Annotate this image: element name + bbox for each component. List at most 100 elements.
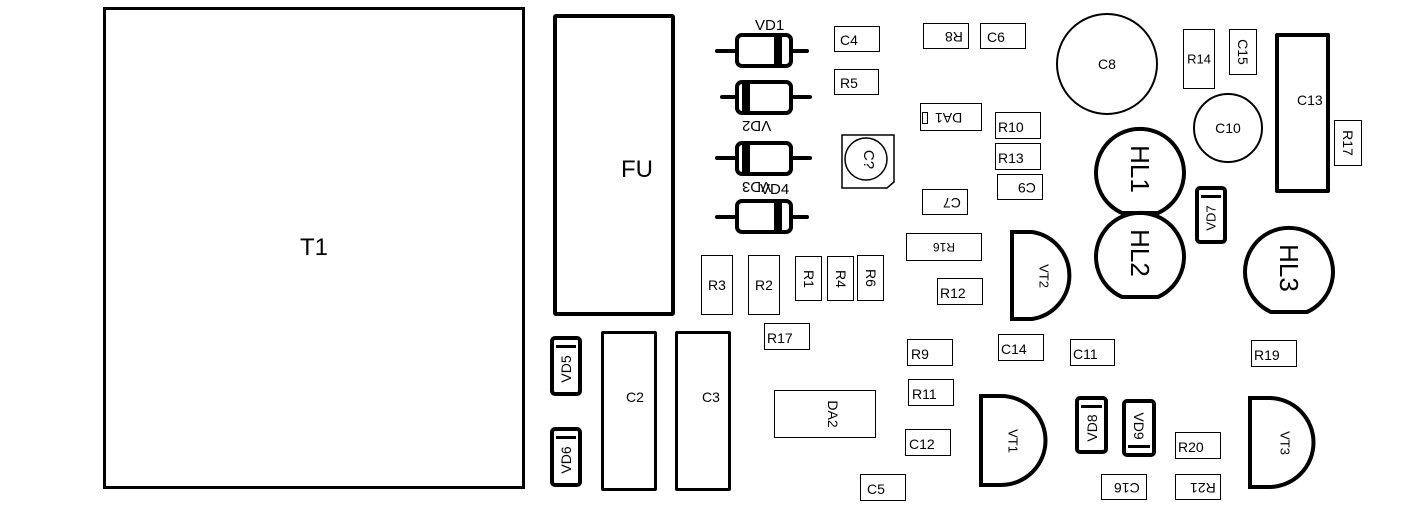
vt1-label: VT1 xyxy=(1005,428,1021,453)
c15-label: C15 xyxy=(1235,39,1251,65)
t1-label: T1 xyxy=(299,234,329,261)
capacitor-c14[interactable]: C14 xyxy=(998,334,1044,361)
capacitor-c3[interactable]: C3 xyxy=(675,331,731,491)
r12-label: R12 xyxy=(940,285,966,301)
led-hl3[interactable]: HL3 xyxy=(1245,224,1333,312)
diode-vd4[interactable] xyxy=(737,201,791,232)
resistor-r14[interactable]: R14 xyxy=(1183,29,1215,89)
vd7-label: VD7 xyxy=(1203,204,1219,231)
capacitor-c8-outline xyxy=(1056,13,1158,115)
da1-pin1-marker xyxy=(922,112,928,124)
c10-label: C10 xyxy=(1215,120,1241,136)
r3-label: R3 xyxy=(708,277,726,293)
resistor-r1[interactable]: R1 xyxy=(795,256,822,301)
diode-vd6[interactable]: VD6 xyxy=(550,427,582,487)
vd5-cathode-band xyxy=(556,345,576,348)
fu-label: FU xyxy=(621,156,653,183)
vd5-label: VD5 xyxy=(558,354,574,383)
capacitor-c15[interactable]: C15 xyxy=(1229,29,1257,75)
resistor-r10[interactable]: R10 xyxy=(995,112,1041,139)
resistor-r3[interactable]: R3 xyxy=(701,255,733,315)
capacitor-c7[interactable]: C7 xyxy=(922,189,968,215)
led-hl2[interactable]: HL2 xyxy=(1096,209,1184,297)
vd8-label: VD8 xyxy=(1083,413,1100,442)
capacitor-c8[interactable]: C8 xyxy=(1057,14,1157,114)
resistor-r16[interactable]: R16 xyxy=(906,233,982,261)
resistor-r12[interactable]: R12 xyxy=(937,278,983,305)
diode-vd9[interactable]: VD9 xyxy=(1122,399,1156,457)
capacitor-c16[interactable]: C16 xyxy=(1101,474,1147,500)
diode-vd2[interactable] xyxy=(737,82,791,113)
capacitor-c13[interactable]: C13 xyxy=(1275,33,1330,193)
transistor-vt1[interactable]: VT1 xyxy=(981,396,1045,485)
r13-label: R13 xyxy=(998,150,1024,166)
resistor-r8[interactable]: R8 xyxy=(923,23,969,49)
transistor-vt2[interactable]: VT2 xyxy=(1012,232,1076,319)
regulator-footprint xyxy=(841,134,895,189)
ic-da2[interactable]: DA2 xyxy=(774,390,876,438)
resistor-r17-bottom[interactable]: R17 xyxy=(764,323,810,350)
led-hl1[interactable]: HL1 xyxy=(1096,125,1184,213)
c5-label: C5 xyxy=(867,481,885,497)
vd2-label: VD2 xyxy=(742,117,772,134)
vt3-label: VT3 xyxy=(1277,430,1293,455)
resistor-r2[interactable]: R2 xyxy=(748,255,780,315)
r6-label: R6 xyxy=(862,269,879,287)
capacitor-c9[interactable]: C9 xyxy=(997,174,1043,200)
diode-vd1-leads xyxy=(715,49,812,219)
capacitor-c11[interactable]: C11 xyxy=(1070,339,1115,366)
resistor-r5[interactable]: R5 xyxy=(834,69,879,95)
capacitor-c4[interactable]: C4 xyxy=(834,26,880,52)
c9-label: C9 xyxy=(1018,180,1036,196)
r10-label: R10 xyxy=(998,119,1024,135)
c8-label: C8 xyxy=(1098,56,1116,72)
diode-vd3[interactable] xyxy=(737,143,791,174)
fuse-fu[interactable]: FU xyxy=(553,14,675,316)
r8-label: R8 xyxy=(945,29,963,45)
capacitor-c12[interactable]: C12 xyxy=(905,429,951,456)
r2-label: R2 xyxy=(755,277,773,293)
regulator[interactable] xyxy=(842,135,894,188)
da1-label: DA1 xyxy=(935,110,963,126)
resistor-r6[interactable]: R6 xyxy=(857,255,884,301)
c6-label: C6 xyxy=(987,29,1005,45)
c11-label: C11 xyxy=(1073,346,1098,362)
vd4-label: VD4 xyxy=(760,181,790,198)
hl1-label: HL1 xyxy=(1125,145,1155,193)
resistor-r20[interactable]: R20 xyxy=(1175,432,1221,459)
resistor-r4[interactable]: R4 xyxy=(827,256,854,301)
vd1-label: VD1 xyxy=(755,17,785,34)
diode-vd1[interactable] xyxy=(737,35,791,66)
r9-label: R9 xyxy=(911,346,929,362)
vd7-cathode-band xyxy=(1201,195,1221,198)
capacitor-c2[interactable]: C2 xyxy=(601,331,657,491)
diode-bodies xyxy=(735,33,793,234)
r4-label: R4 xyxy=(832,269,849,288)
c7-label: C7 xyxy=(943,195,961,211)
resistor-r19[interactable]: R19 xyxy=(1251,340,1297,367)
ic-da1[interactable]: DA1 xyxy=(920,103,982,131)
capacitor-c6[interactable]: C6 xyxy=(980,23,1026,49)
resistor-r21[interactable]: R21 xyxy=(1175,474,1221,500)
c2-label: C2 xyxy=(626,389,644,405)
capacitor-c5[interactable]: C5 xyxy=(860,474,906,501)
diode-vd7[interactable]: VD7 xyxy=(1195,186,1227,244)
vd9-label: VD9 xyxy=(1131,411,1147,440)
resistor-r13[interactable]: R13 xyxy=(995,143,1041,170)
r20-label: R20 xyxy=(1178,439,1204,455)
led-outlines xyxy=(1094,126,1335,314)
resistor-r17-right[interactable]: R17 xyxy=(1334,120,1362,166)
r5-label: R5 xyxy=(840,75,858,91)
diode-vd8[interactable]: VD8 xyxy=(1075,396,1108,454)
resistor-r9[interactable]: R9 xyxy=(907,339,953,366)
transistor-vt3[interactable]: VT3 xyxy=(1250,398,1314,487)
da2-label: DA2 xyxy=(825,400,841,428)
capacitor-c10[interactable]: C10 xyxy=(1194,94,1262,162)
resistor-r11[interactable]: R11 xyxy=(908,379,954,406)
capacitor-c10-outline xyxy=(1193,93,1263,163)
c13-label: C13 xyxy=(1297,92,1323,108)
transformer-t1[interactable]: T1 xyxy=(103,7,525,489)
r1-label: R1 xyxy=(800,269,817,288)
diode-vd5[interactable]: VD5 xyxy=(550,336,582,396)
